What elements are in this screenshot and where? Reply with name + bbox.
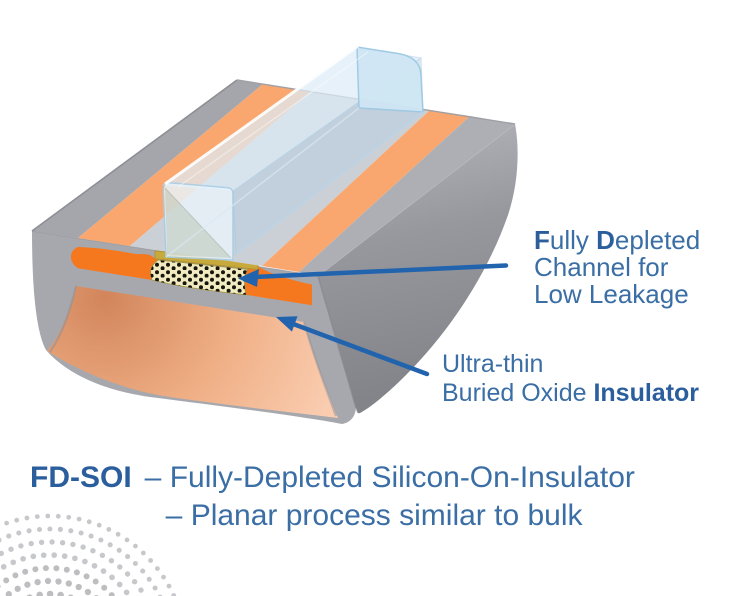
caption-term: FD-SOI [30,461,132,494]
gate-front-shading [165,188,231,258]
gate-bottom-right-edge [235,111,424,255]
sti-stripe-left [32,80,263,238]
caption-item-2: – Planar process similar to bulk [165,499,583,532]
oxide-annotation-line2: Buried Oxide Insulator [442,379,700,407]
channel-annotation-line1: Fully Depleted [534,225,701,255]
channel-annotation-line2: Channel for [534,252,669,282]
substrate-bulk-silicon [47,286,338,418]
caption: FD-SOI – Fully-Depleted Silicon-On-Insul… [30,459,635,535]
silicon-active-layer [70,247,312,306]
channel-arrow [238,263,509,287]
bold-letter-f: F [534,225,550,255]
channel-dots [150,260,248,295]
sti-stripe-right [299,116,515,276]
top-left-silhouette-edge [31,79,238,232]
annotation-arrows [238,263,509,377]
gate-front-face [162,181,234,261]
gate-end-cap [356,46,424,113]
buried-oxide-annotation: Ultra-thin Buried Oxide Insulator [442,350,699,408]
dotted-globe-watermark [0,513,177,596]
caption-items: – Fully-Depleted Silicon-On-Insulator – … [145,459,635,535]
substrate-front-face [31,230,357,424]
channel-annotation: Fully Depleted Channel for Low Leakage [534,227,700,308]
left-pillar-edge [49,285,78,353]
bold-letter-d: D [596,225,615,255]
gate-bottom-left-edge [165,107,360,258]
insulator-bold: Insulator [593,379,700,407]
caption-item-1: – Fully-Depleted Silicon-On-Insulator [144,461,635,494]
buried-oxide-arrow [276,316,430,377]
channel-annotation-line3: Low Leakage [534,279,689,309]
transparent-gate [161,44,424,261]
source-drain-stripe-right [262,110,470,272]
gate-top-left-highlight [164,44,359,186]
oxide-annotation-line1: Ultra-thin [442,350,544,378]
